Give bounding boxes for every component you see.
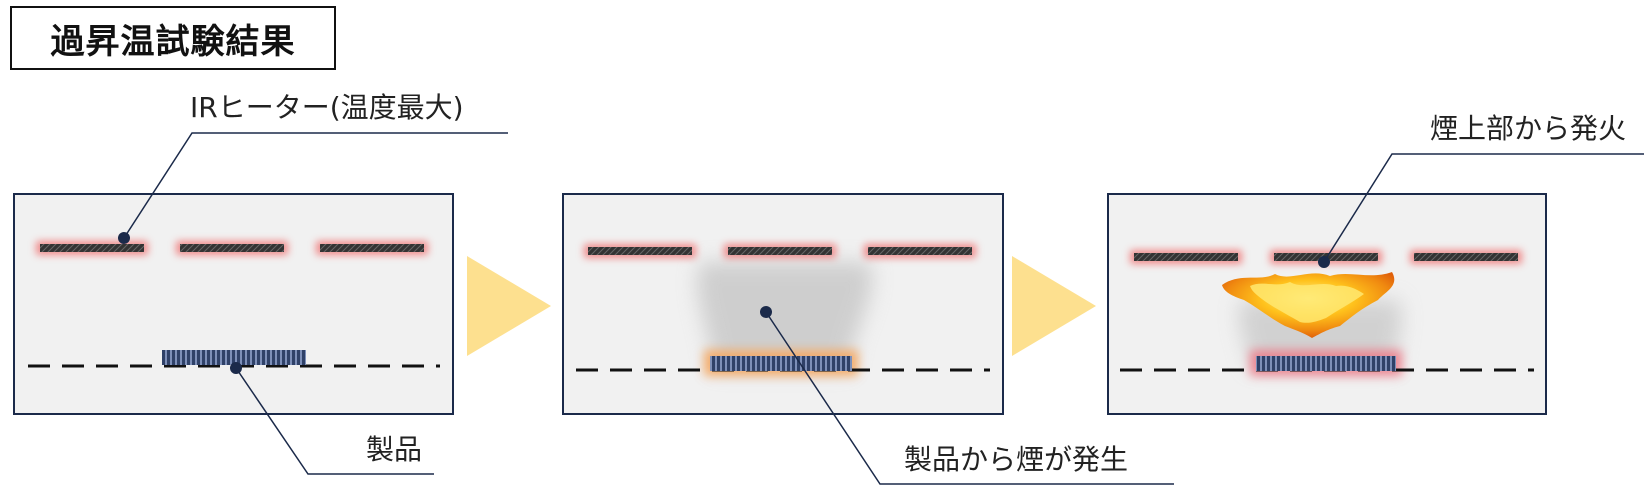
panel-1 [13, 193, 454, 415]
smoke-cloud [697, 262, 873, 370]
heaters-panel-1 [36, 241, 428, 255]
heaters-panel-2 [584, 244, 976, 258]
panel-3 [1107, 193, 1547, 415]
fire-icon [1222, 272, 1395, 338]
product-label: 製品 [366, 433, 423, 466]
product-panel-2 [710, 356, 852, 371]
leader-lines [123, 132, 1644, 485]
smoke-label: 製品から煙が発生 [904, 443, 1129, 476]
arrow-1 [467, 256, 551, 356]
heater-label: IRヒーター(温度最大) [190, 91, 464, 124]
fire-label: 煙上部から発火 [1430, 112, 1627, 145]
product-panel-3 [1256, 356, 1396, 371]
page-title: 過昇温試験結果 [10, 6, 336, 70]
product-panel-1 [162, 350, 306, 365]
panel-2 [562, 193, 1004, 415]
arrow-2 [1012, 256, 1096, 356]
leader-dots [118, 232, 1330, 374]
